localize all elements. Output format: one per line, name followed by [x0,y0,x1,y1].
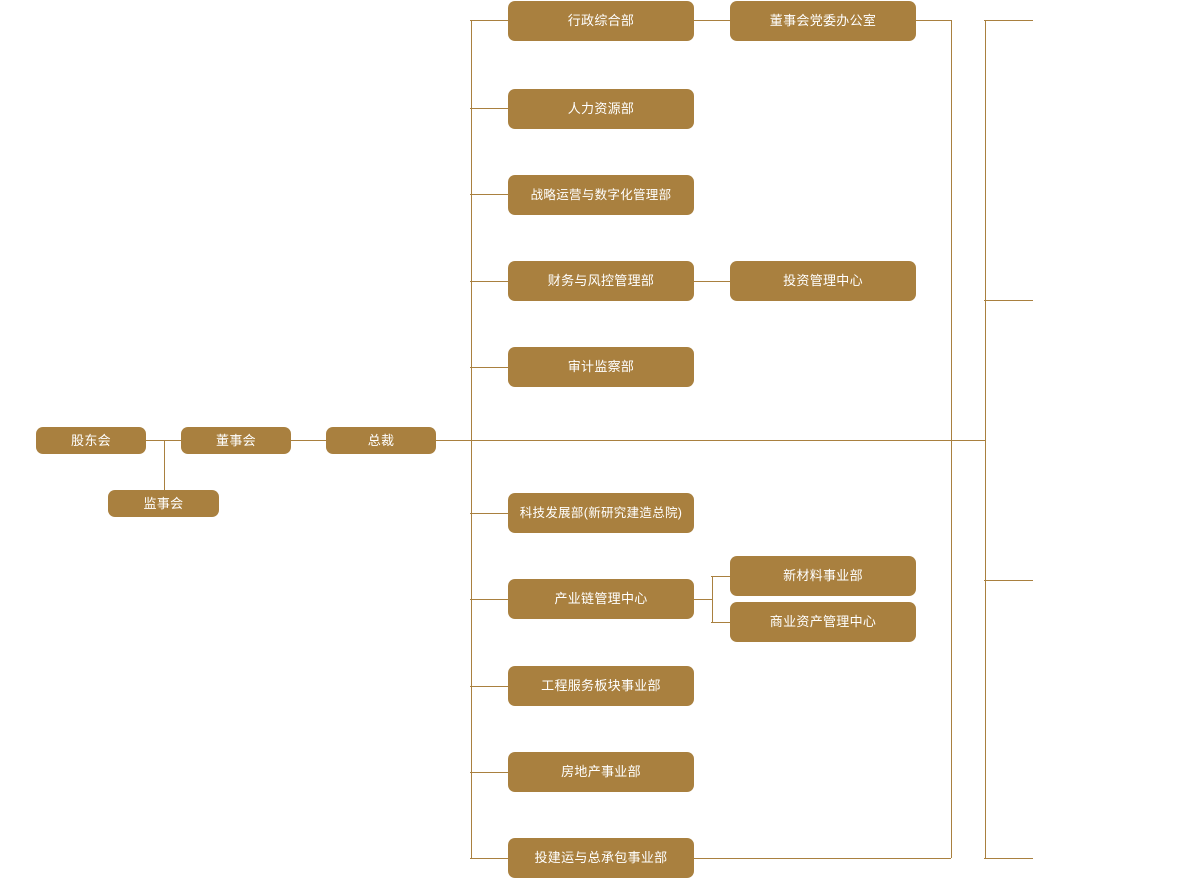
node-supervisors[interactable]: 监事会 [108,490,219,517]
rail2-bottom-stub [984,858,1033,860]
node-engineering-label: 工程服务板块事业部 [541,678,661,694]
node-admin[interactable]: 行政综合部 [508,1,694,41]
rail1-bottom-stub [693,858,951,860]
node-strategy[interactable]: 战略运营与数字化管理部 [508,175,694,215]
node-realestate[interactable]: 房地产事业部 [508,752,694,792]
node-finance[interactable]: 财务与风控管理部 [508,261,694,301]
node-shareholders-label: 股东会 [71,432,111,448]
node-new-materials[interactable]: 新材料事业部 [730,556,916,596]
node-supervisors-label: 监事会 [143,495,184,511]
node-investment-center-label: 投资管理中心 [783,273,863,289]
node-shareholders[interactable]: 股东会 [36,427,146,454]
node-president[interactable]: 总裁 [326,427,436,454]
node-board-party-office-label: 董事会党委办公室 [769,13,877,29]
node-board-label: 董事会 [216,432,256,448]
rail2-vertical [984,20,986,858]
stub-audit [470,367,508,369]
node-investment-construction[interactable]: 投建运与总承包事业部 [508,838,694,878]
connector-new-materials [711,576,731,578]
stub-tech [470,513,508,515]
node-industry-chain-label: 产业链管理中心 [554,591,648,607]
node-investment-construction-label: 投建运与总承包事业部 [534,850,668,866]
rail1-top-stub [915,20,952,22]
connector-commercial-assets [711,622,731,624]
node-industry-chain[interactable]: 产业链管理中心 [508,579,694,619]
rail1-vertical [950,20,952,858]
rail2-top-stub [984,20,1033,22]
node-tech-label: 科技发展部(新研究建造总院) [519,505,683,520]
node-board[interactable]: 董事会 [181,427,291,454]
node-board-party-office[interactable]: 董事会党委办公室 [730,1,916,41]
node-hr-label: 人力资源部 [567,101,635,117]
node-admin-label: 行政综合部 [567,13,635,29]
node-president-label: 总裁 [367,432,395,448]
connector-admin-party-office [693,20,731,22]
node-realestate-label: 房地产事业部 [561,764,641,780]
connector-finance-investment [693,281,731,283]
node-hr[interactable]: 人力资源部 [508,89,694,129]
connector-industry-chain-stem [693,599,712,601]
node-tech[interactable]: 科技发展部(新研究建造总院) [508,493,694,533]
node-audit-label: 审计监察部 [567,359,635,375]
connector-industry-chain-bracket [711,576,713,623]
rail2-lower-mid-stub [984,580,1033,582]
connector-supervisors-vertical [163,440,165,504]
node-investment-center[interactable]: 投资管理中心 [730,261,916,301]
stub-engineering [470,686,508,688]
connector-board-president [291,440,327,442]
rail2-upper-mid-stub [984,300,1033,302]
stub-realestate [470,772,508,774]
stub-strategy [470,194,508,196]
node-strategy-label: 战略运营与数字化管理部 [530,187,672,202]
node-finance-label: 财务与风控管理部 [547,273,655,289]
node-new-materials-label: 新材料事业部 [783,568,863,584]
node-commercial-assets[interactable]: 商业资产管理中心 [730,602,916,642]
stub-finance [470,281,508,283]
stub-admin [470,20,508,22]
stub-industry-chain [470,599,508,601]
connector-president-spine [436,440,985,442]
rail-departments-vertical [470,21,472,858]
stub-hr [470,108,508,110]
node-audit[interactable]: 审计监察部 [508,347,694,387]
node-engineering[interactable]: 工程服务板块事业部 [508,666,694,706]
node-commercial-assets-label: 商业资产管理中心 [769,614,877,630]
stub-investment-construction [470,858,508,860]
